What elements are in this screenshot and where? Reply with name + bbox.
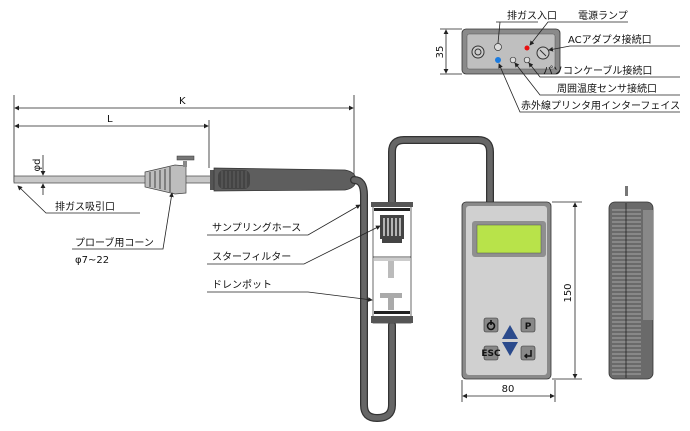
enter-icon bbox=[523, 350, 532, 359]
analyzer-front-view: P ESC 150 80 bbox=[461, 201, 582, 402]
sampling-hose bbox=[350, 136, 494, 423]
power-button[interactable] bbox=[483, 317, 499, 333]
dimension-150-label: 150 bbox=[563, 283, 574, 302]
power-lamp bbox=[524, 45, 530, 51]
power-icon bbox=[486, 320, 496, 331]
filter-assembly bbox=[371, 202, 413, 324]
label-star-filter: スターフィルター bbox=[212, 251, 291, 263]
print-button[interactable]: P bbox=[520, 317, 536, 333]
ambient-sensor-port bbox=[509, 56, 517, 64]
escape-button-label: ESC bbox=[481, 349, 501, 359]
exhaust-inlet-port bbox=[494, 43, 502, 51]
dimension-k-label: K bbox=[179, 96, 186, 107]
lcd-display bbox=[476, 224, 542, 254]
analyzer-top-view: 35 bbox=[435, 28, 561, 75]
pc-cable-port bbox=[523, 56, 531, 64]
probe bbox=[13, 155, 357, 195]
dimension-80-label: 80 bbox=[502, 384, 515, 395]
probe-dimensions: K L φd bbox=[13, 95, 355, 195]
left-callouts: 排ガス吸引口 プローブ用コーン φ7~22 サンプリングホース スターフィルター… bbox=[17, 185, 381, 302]
label-drain-pot: ドレンポット bbox=[212, 279, 272, 291]
label-pc-cable-port: パソコンケーブル接続口 bbox=[543, 64, 652, 77]
label-ac-adapter-port: ACアダプタ接続口 bbox=[568, 33, 652, 46]
ac-adapter-port bbox=[536, 46, 550, 60]
dimension-phid-label: φd bbox=[32, 159, 43, 172]
label-power-lamp: 電源ランプ bbox=[578, 9, 628, 22]
label-ir-printer-interface: 赤外線プリンタ用インターフェイス bbox=[521, 99, 680, 112]
label-exhaust-inlet: 排ガス入口 bbox=[507, 9, 557, 22]
label-ambient-sensor-port: 周囲温度センサ接続口 bbox=[557, 82, 657, 95]
label-sampling-hose: サンプリングホース bbox=[212, 221, 301, 234]
star-filter bbox=[380, 215, 404, 243]
top-callouts: 排ガス入口 電源ランプ ACアダプタ接続口 パソコンケーブル接続口 周囲温度セン… bbox=[496, 9, 680, 113]
label-exhaust-intake: 排ガス吸引口 bbox=[55, 200, 115, 213]
down-arrow-button[interactable] bbox=[502, 342, 518, 356]
up-arrow-button[interactable] bbox=[502, 325, 518, 339]
dimension-35-label: 35 bbox=[435, 46, 446, 59]
label-probe-cone: プローブ用コーン bbox=[75, 236, 154, 249]
probe-handle bbox=[210, 167, 357, 192]
drain-pot bbox=[371, 293, 413, 323]
dimension-l-label: L bbox=[107, 114, 113, 125]
escape-button[interactable]: ESC bbox=[481, 345, 501, 361]
hose-port bbox=[471, 45, 485, 59]
print-button-label: P bbox=[525, 322, 532, 332]
analyzer-side-view bbox=[608, 186, 654, 380]
probe-cone bbox=[144, 155, 195, 195]
enter-button[interactable] bbox=[520, 345, 536, 361]
ir-printer-port bbox=[495, 57, 501, 63]
label-probe-cone-size: φ7~22 bbox=[75, 255, 109, 266]
